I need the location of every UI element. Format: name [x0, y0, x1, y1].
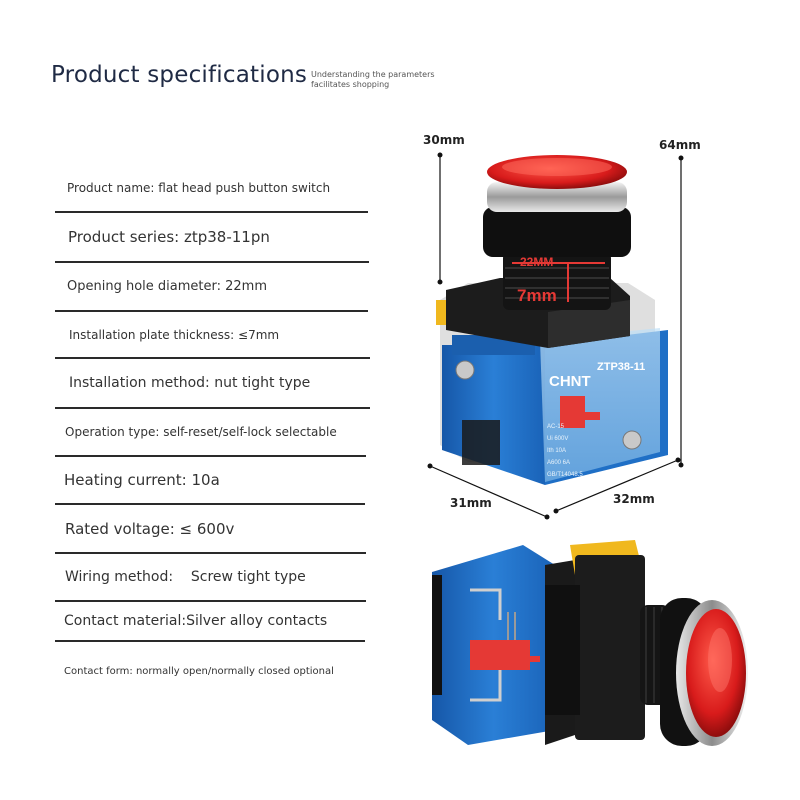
spec-row-wiring-method: Wiring method: Screw tight type	[55, 554, 366, 602]
spec-text: Wiring method: Screw tight type	[65, 569, 306, 585]
dim-label-height-cap: 30mm	[423, 133, 465, 147]
spec-row-contact-material: Contact material:Silver alloy contacts	[55, 602, 365, 642]
spec-text: Opening hole diameter: 22mm	[67, 279, 267, 294]
dim-label-width: 32mm	[613, 492, 655, 506]
rating-line: GB/T14048.5	[547, 472, 583, 478]
spec-text: Installation method: nut tight type	[69, 375, 311, 391]
dimension-lines	[427, 152, 684, 520]
rating-line: Ui 600V	[547, 436, 568, 442]
switch-front-view	[436, 155, 668, 485]
spec-text: Rated voltage: ≤ 600v	[65, 519, 235, 538]
spec-text: Heating current: 10a	[64, 471, 220, 489]
spec-row-installation-method: Installation method: nut tight type	[55, 359, 370, 409]
dim-label-depth: 31mm	[450, 496, 492, 510]
spec-text: Product name: flat head push button swit…	[67, 181, 331, 195]
spec-text: Contact material:Silver alloy contacts	[64, 613, 328, 629]
spec-row-operation-type: Operation type: self-reset/self-lock sel…	[55, 409, 366, 457]
spec-text: Product series: ztp38-11pn	[68, 228, 270, 246]
spec-row-plate-thickness: Installation plate thickness: ≤7mm	[55, 312, 370, 359]
spec-row-product-series: Product series: ztp38-11pn	[55, 213, 369, 263]
spec-row-rated-voltage: Rated voltage: ≤ 600v	[55, 505, 366, 554]
rating-line: A600 6A	[547, 460, 570, 466]
spec-row-contact-form: Contact form: normally open/normally clo…	[55, 650, 365, 692]
dim-label-height-total: 64mm	[659, 138, 701, 152]
rating-line: Ith 10A	[547, 448, 566, 454]
spec-text: Contact form: normally open/normally clo…	[64, 665, 334, 677]
rating-line: AC-15	[547, 424, 565, 430]
model-label: ZTP38-11	[597, 361, 645, 373]
product-diagram: 30mm 64mm 22MM 7mm 31mm 32mm CHNT ZTP38-…	[405, 120, 800, 800]
spec-text: Operation type: self-reset/self-lock sel…	[65, 425, 337, 439]
page-title: Product specifications	[51, 62, 308, 88]
switch-side-view	[432, 540, 748, 746]
spec-text: Installation plate thickness: ≤7mm	[69, 327, 280, 342]
dim-label-plate-thickness: 7mm	[517, 286, 557, 305]
spec-row-heating-current: Heating current: 10a	[55, 457, 365, 505]
dim-label-hole-diameter: 22MM	[520, 255, 553, 269]
spec-row-product-name: Product name: flat head push button swit…	[55, 165, 368, 213]
brand-label: CHNT	[549, 373, 591, 390]
product-illustration: 30mm 64mm 22MM 7mm 31mm 32mm CHNT ZTP38-…	[423, 133, 748, 746]
spec-row-hole-diameter: Opening hole diameter: 22mm	[55, 263, 368, 312]
page-subtitle: Understanding the parameters facilitates…	[311, 70, 435, 89]
